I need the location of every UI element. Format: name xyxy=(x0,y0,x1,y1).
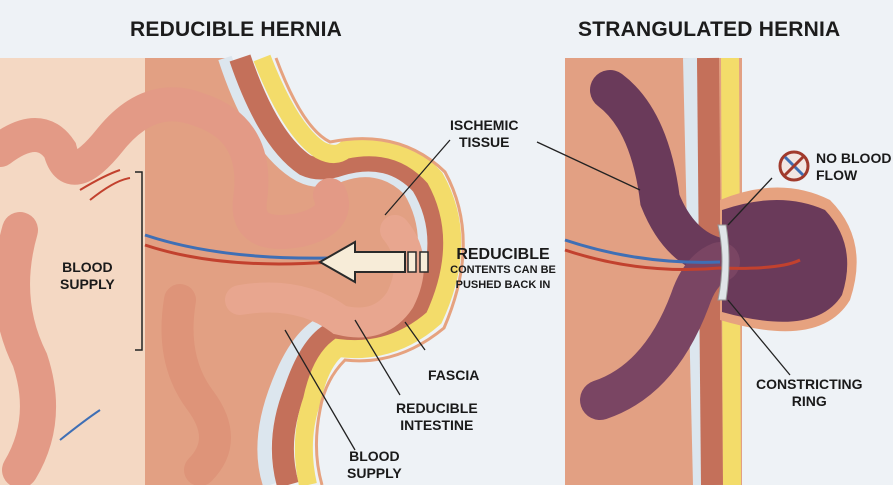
strangulated-hernia-panel xyxy=(536,57,893,485)
constricting-ring xyxy=(717,224,730,301)
peritoneum-layer xyxy=(218,55,432,485)
label-reducible: REDUCIBLE CONTENTS CAN BE PUSHED BACK IN xyxy=(444,246,562,293)
label-line: REDUCIBLE xyxy=(396,400,478,416)
reducible-hernia-panel xyxy=(0,54,560,485)
label-line: NO BLOOD xyxy=(816,150,892,166)
label-ischemic-tissue: ISCHEMIC TISSUE xyxy=(450,117,518,151)
label-line: PUSHED BACK IN xyxy=(455,279,551,291)
label-line: TISSUE xyxy=(458,134,510,150)
title-reducible-hernia: REDUCIBLE HERNIA xyxy=(130,18,343,41)
label-line: BLOOD xyxy=(62,259,113,275)
abdominal-cavity xyxy=(145,58,425,485)
arrow-left-icon xyxy=(317,240,429,284)
ischemic-loop xyxy=(590,70,740,278)
blood-supply-bracket xyxy=(135,171,143,351)
prohibited-sign-icon xyxy=(778,150,810,182)
label-line: SUPPLY xyxy=(60,276,115,292)
label-line: CONSTRICTING xyxy=(756,376,863,392)
title-strangulated-hernia: STRANGULATED HERNIA xyxy=(578,18,841,41)
label-line: ISCHEMIC xyxy=(450,117,519,133)
strangulated-intestine xyxy=(722,200,848,322)
label-line: BLOOD xyxy=(349,448,400,464)
label-line: RING xyxy=(791,393,827,409)
label-blood-supply-bottom: BLOOD SUPPLY xyxy=(347,448,402,482)
fat-layer xyxy=(253,54,462,485)
label-line: CONTENTS CAN BE xyxy=(450,264,556,276)
fascia-line xyxy=(274,57,465,485)
label-line: FLOW xyxy=(816,167,858,183)
label-heading: REDUCIBLE xyxy=(456,246,550,263)
label-no-blood-flow: NO BLOOD FLOW xyxy=(816,150,891,184)
label-line: INTESTINE xyxy=(400,417,474,433)
muscle-layer xyxy=(229,54,450,485)
label-blood-supply-left: BLOOD SUPPLY xyxy=(60,259,115,293)
label-line: SUPPLY xyxy=(347,465,402,481)
intestine-loop xyxy=(0,87,349,249)
label-constricting-ring: CONSTRICTING RING xyxy=(756,376,863,410)
label-fascia: FASCIA xyxy=(428,367,480,383)
label-reducible-intestine: REDUCIBLE INTESTINE xyxy=(396,400,478,434)
